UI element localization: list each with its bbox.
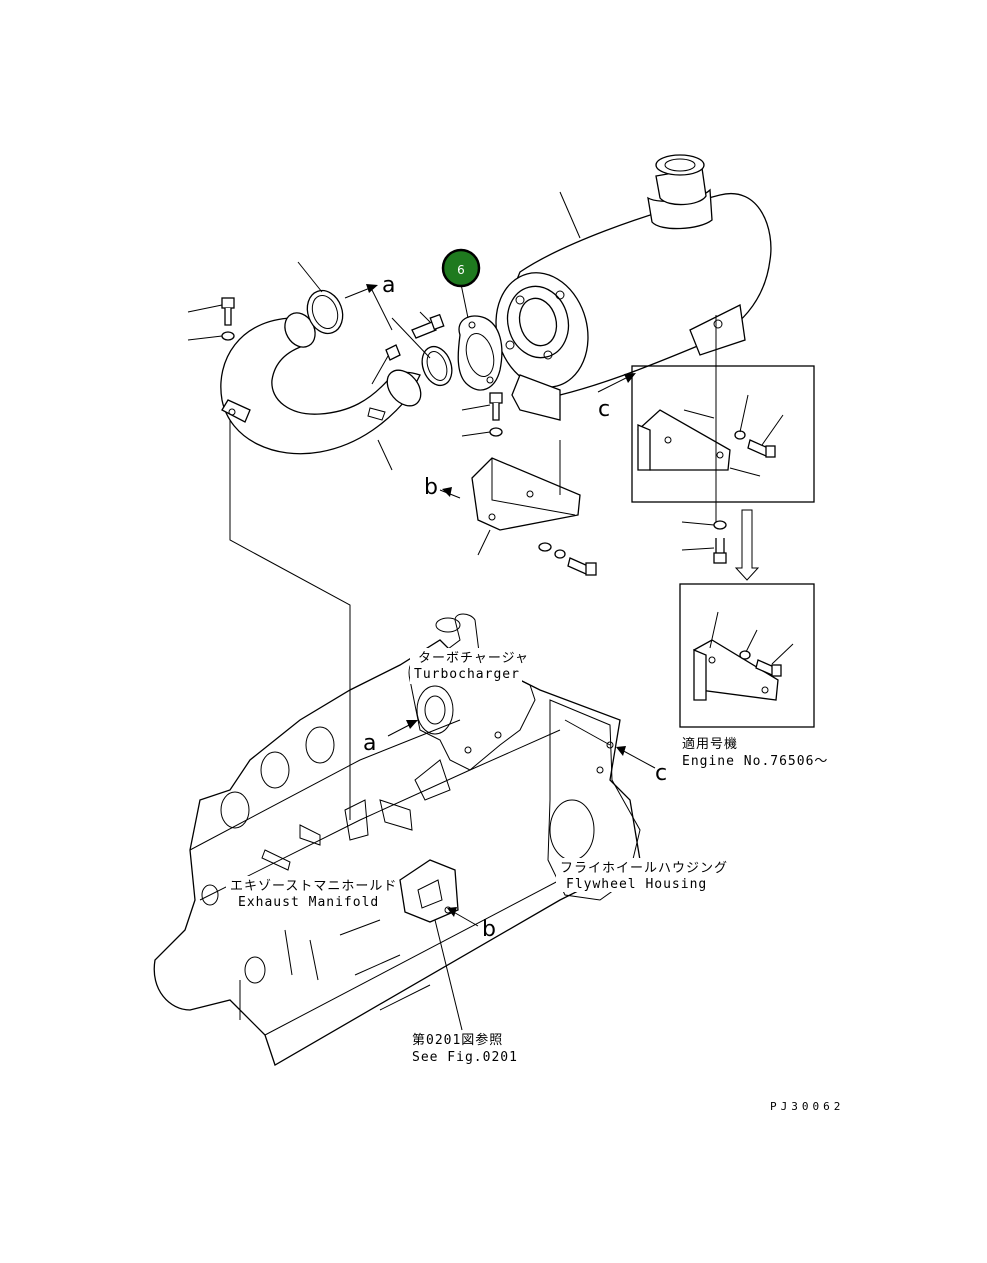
detail-box-lower [679,583,815,728]
callout-circle[interactable] [441,248,481,288]
ref-letter-c-top: c [598,397,610,422]
washer-bracket[interactable] [489,427,503,437]
reference-arrows [344,284,656,927]
engine-number-label: Engine No.76506～ [682,754,828,769]
flywheel-housing-label-en: Flywheel Housing [566,877,707,892]
bolt-c[interactable] [713,538,727,564]
turbocharger-label-en: Turbocharger [414,667,520,682]
callout-number: 6 [457,263,465,277]
exhaust-elbow-pipe[interactable] [220,307,428,455]
washer-b2[interactable] [554,549,566,559]
engine-block [153,613,641,1066]
bolt-flange[interactable] [411,313,445,339]
detail-box-upper [631,365,815,503]
flywheel-housing-label-jp: フライホイールハウジング [560,861,728,876]
exhaust-manifold-label-jp: エキゾーストマニホールド [230,879,397,894]
leader-lines [187,191,794,1031]
gasket-upper[interactable] [302,286,349,339]
ref-letter-b-engine: b [482,917,496,942]
clamp-nut[interactable] [385,344,401,361]
bolt-bracket[interactable] [489,392,503,421]
washer-c[interactable] [713,520,727,530]
exhaust-manifold-label-en: Exhaust Manifold [238,895,379,910]
drawing-code: PJ30062 [770,1100,844,1113]
ref-letter-b-top: b [424,475,438,500]
ref-letter-a-top: a [382,273,395,298]
ref-letter-a-engine: a [363,731,376,756]
mounting-bracket-b[interactable] [471,457,581,531]
bolt-upper-left[interactable] [221,297,235,326]
bolt-b[interactable] [567,557,597,576]
ref-letter-c-engine: c [655,761,667,786]
turbocharger-label-jp: ターボチャージャ [418,651,529,666]
applicable-label-jp: 適用号機 [682,736,738,752]
washer-upper-left[interactable] [221,331,235,341]
washer-b1[interactable] [538,542,552,552]
see-fig-label-en: See Fig.0201 [412,1050,518,1065]
down-arrow [734,509,760,581]
see-fig-label-jp: 第0201図参照 [412,1032,503,1048]
gasket-lower[interactable] [417,342,457,389]
muffler[interactable] [484,154,772,421]
callout-6[interactable]: 6 [441,248,481,288]
flange[interactable] [457,315,503,391]
